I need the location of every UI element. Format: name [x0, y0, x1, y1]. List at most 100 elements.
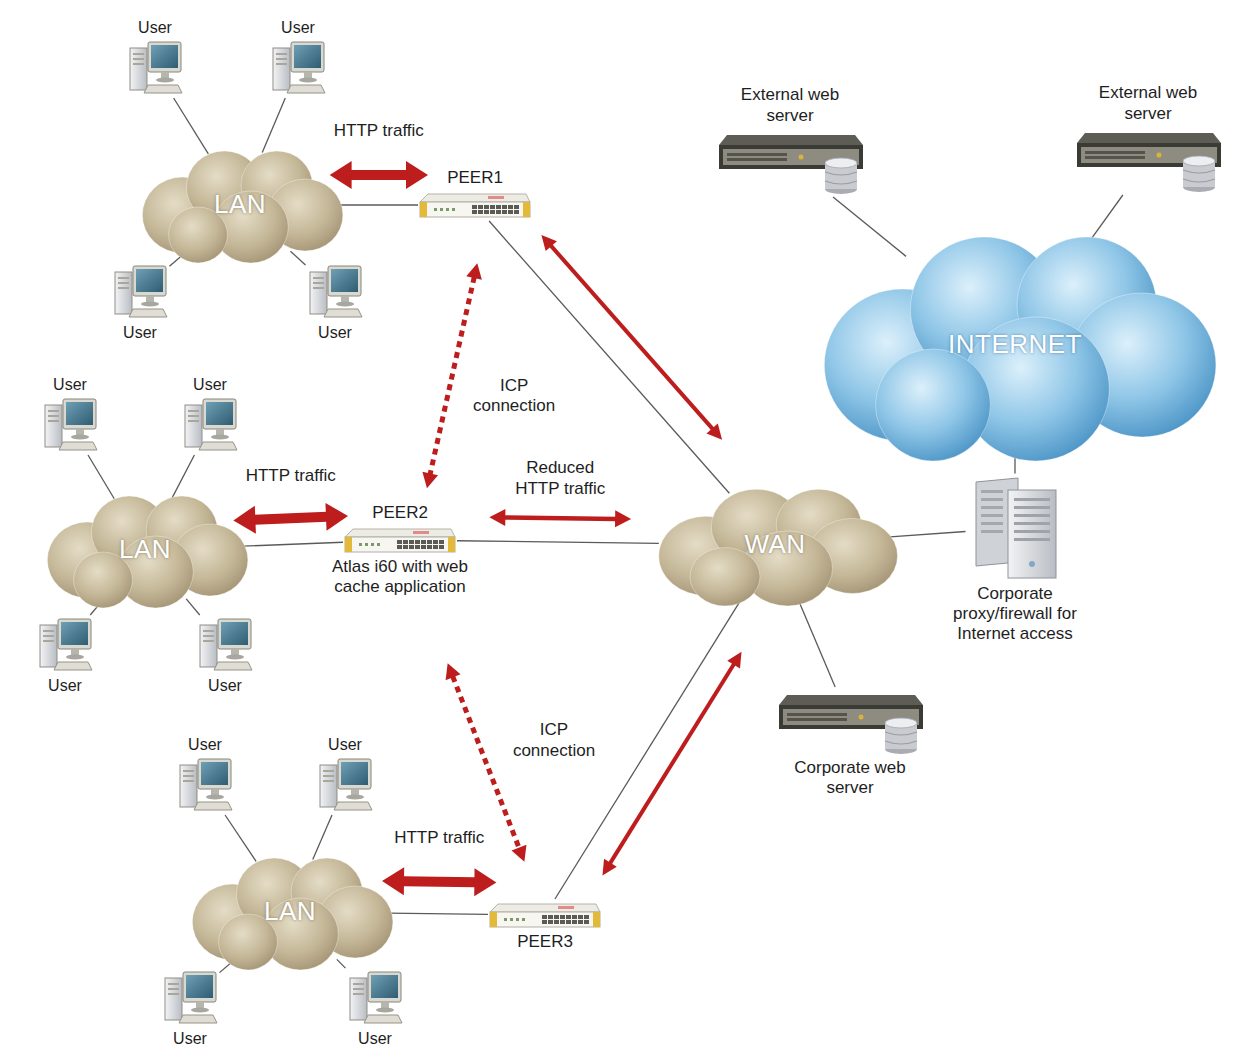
device-label: Atlas i60 with web cache application — [310, 557, 490, 598]
icon-part — [484, 210, 489, 214]
icon-part — [415, 545, 420, 549]
icon-part — [133, 266, 166, 296]
icon-part — [168, 988, 179, 990]
network-cloud: LAN — [40, 490, 250, 610]
arrow-head — [325, 503, 348, 531]
icon-part — [365, 543, 368, 546]
icon-part — [799, 155, 804, 160]
icon-part — [313, 282, 324, 284]
link-line — [489, 221, 729, 493]
icon-part — [484, 205, 489, 209]
icon-part — [727, 153, 787, 156]
icon-part — [200, 625, 217, 667]
icon-part — [341, 296, 349, 302]
icon-part — [151, 45, 178, 68]
icon-part — [397, 540, 402, 544]
icon-part — [231, 649, 239, 655]
icon-part — [413, 531, 429, 534]
icon-part — [578, 915, 583, 919]
icon-part — [63, 399, 96, 429]
icon-part — [118, 277, 129, 279]
icon-part — [376, 1008, 394, 1013]
traffic-label: ICP connection — [504, 719, 605, 762]
arrow-head — [512, 845, 527, 862]
traffic-label: HTTP traffic — [243, 465, 339, 487]
icon-part — [825, 158, 857, 168]
icon-part — [566, 920, 571, 924]
icon-part — [548, 920, 553, 924]
connector — [890, 532, 965, 537]
icon-part — [346, 795, 364, 800]
link-line — [313, 815, 332, 859]
icon-part — [566, 915, 571, 919]
user-label: User — [328, 735, 362, 754]
icon-part — [188, 410, 199, 412]
icon-part — [542, 920, 547, 924]
connector — [489, 221, 729, 493]
connector — [382, 867, 496, 914]
icon-part — [345, 529, 455, 537]
icon-part — [1014, 506, 1050, 509]
traffic-arrow — [551, 245, 713, 429]
icon-part — [350, 978, 367, 1020]
icon-part — [508, 205, 513, 209]
icon-part — [439, 540, 444, 544]
icon-part — [478, 205, 483, 209]
icon-part — [218, 619, 251, 649]
icon-part — [876, 349, 991, 461]
connector — [262, 98, 285, 152]
user-label: User — [123, 323, 157, 342]
connector — [174, 98, 209, 154]
icon-part — [188, 415, 199, 417]
icon-part — [133, 63, 144, 65]
connector — [290, 251, 305, 265]
icon-part — [542, 915, 547, 919]
icon-part — [1029, 561, 1035, 567]
user-icon — [308, 264, 363, 320]
icon-part — [144, 85, 182, 93]
traffic-arrow — [351, 170, 407, 180]
device-label: PEER3 — [517, 932, 573, 952]
user-icon — [113, 264, 168, 320]
user-icon — [348, 970, 403, 1026]
arrow-head — [615, 510, 631, 527]
icon-part — [560, 920, 565, 924]
icon-part — [196, 1002, 204, 1008]
proxy-firewall: Corporate proxy/firewall for Internet ac… — [953, 476, 1078, 645]
user-label: User — [188, 735, 222, 754]
icon-part — [61, 622, 88, 645]
icon-part — [211, 789, 219, 795]
icon-part — [516, 918, 519, 921]
link-line — [172, 455, 194, 498]
user-workstation: User — [43, 375, 98, 453]
icon-part — [859, 715, 864, 720]
arrow-head — [233, 506, 256, 534]
icon-part — [488, 196, 504, 199]
web-cache-router: PEER3 — [490, 901, 600, 952]
traffic-label: Reduced HTTP traffic — [507, 457, 613, 500]
icon-part — [439, 545, 444, 549]
server-label: External web server — [720, 85, 860, 126]
icon-part — [273, 48, 290, 90]
icon-part — [201, 762, 228, 785]
icon-part — [364, 1015, 402, 1023]
icon-part — [472, 205, 477, 209]
connector — [833, 197, 906, 256]
connector — [172, 455, 194, 498]
web-cache-router: PEER1 — [420, 168, 530, 219]
icon-part — [1014, 498, 1050, 501]
icon-part — [203, 635, 214, 637]
icon-part — [981, 490, 1003, 493]
server-label: Corporate web server — [780, 758, 920, 799]
user-workstation: User — [348, 970, 403, 1048]
icon-part — [194, 802, 232, 810]
user-icon — [38, 617, 93, 673]
icon-part — [118, 287, 129, 289]
user-icon — [178, 757, 233, 813]
web-server: Corporate web server — [775, 689, 925, 799]
network-name: LAN — [119, 534, 171, 565]
user-icon — [128, 40, 183, 96]
icon-part — [377, 543, 380, 546]
icon-part — [183, 780, 194, 782]
link-line — [798, 600, 835, 687]
